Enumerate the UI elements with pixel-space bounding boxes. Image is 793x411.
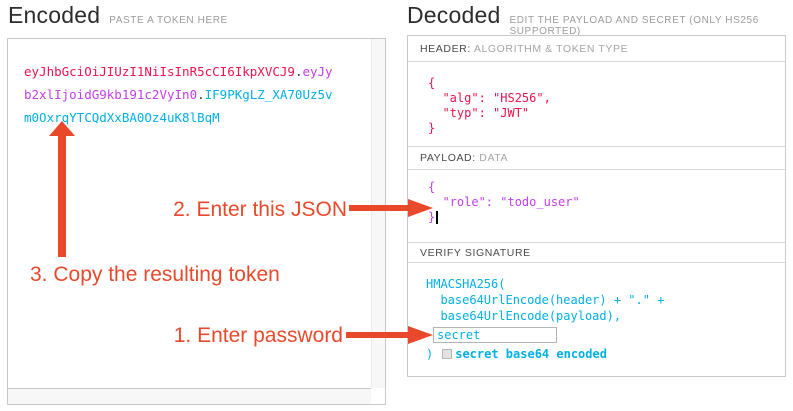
encoded-title: Encoded xyxy=(8,2,101,28)
annotation-step2-text: 2. Enter this JSON xyxy=(173,198,347,221)
token-payload-segment: eyJyb2xlIjoidG9kb191c2VyIn0 xyxy=(24,64,333,102)
header-json-editor[interactable]: { "alg": "HS256", "typ": "JWT" } xyxy=(408,62,785,147)
text-cursor xyxy=(436,211,438,224)
header-json-line: "alg": "HS256", xyxy=(428,91,551,105)
scrollbar-corner xyxy=(371,388,385,404)
decoded-box: HEADER: ALGORITHM & TOKEN TYPE { "alg": … xyxy=(407,35,786,377)
encoded-title-row: Encoded PASTE A TOKEN HERE xyxy=(8,2,228,29)
hmac-code-line: base64UrlEncode(header) + "." + xyxy=(426,293,665,307)
payload-section-label: PAYLOAD: xyxy=(420,152,476,164)
payload-section-sublabel: DATA xyxy=(479,152,509,164)
decoded-title-row: Decoded EDIT THE PAYLOAD AND SECRET (ONL… xyxy=(407,2,793,37)
payload-json-editor[interactable]: { "role": "todo_user" } xyxy=(408,170,785,243)
header-section-label: HEADER: xyxy=(420,43,471,55)
annotation-step2-arrow-head-icon xyxy=(408,199,433,217)
hmac-code-line: HMACSHA256( xyxy=(426,277,506,291)
payload-json-line: "role": "todo_user" xyxy=(428,195,580,209)
decoded-subtitle: EDIT THE PAYLOAD AND SECRET (ONLY HS256 … xyxy=(509,15,759,37)
header-section-bar: HEADER: ALGORITHM & TOKEN TYPE xyxy=(408,36,785,62)
annotation-step1-arrow-head-icon xyxy=(408,326,433,344)
hmac-close-line: ) secret base64 encoded xyxy=(426,346,785,362)
encoded-subtitle: PASTE A TOKEN HERE xyxy=(109,15,228,26)
annotation-step2-arrow-shaft xyxy=(349,205,408,211)
encoded-token-box[interactable]: eyJhbGciOiJIUzI1NiIsInR5cCI6IkpXVCJ9.eyJ… xyxy=(7,38,386,405)
annotation-step1-text: 1. Enter password xyxy=(173,324,343,347)
header-json-line: } xyxy=(428,121,436,135)
annotation-step3-arrow-head-icon xyxy=(49,121,75,136)
header-json-line: { xyxy=(428,76,436,90)
jwt-token-text: eyJhbGciOiJIUzI1NiIsInR5cCI6IkpXVCJ9.eyJ… xyxy=(24,60,335,129)
header-section-sublabel: ALGORITHM & TOKEN TYPE xyxy=(473,43,629,55)
payload-section-bar: PAYLOAD: DATA xyxy=(408,147,785,170)
annotation-step3-text: 3. Copy the resulting token xyxy=(30,263,280,286)
token-dot-2: . xyxy=(197,87,205,102)
horizontal-scrollbar-track[interactable] xyxy=(8,388,371,404)
vertical-scrollbar-track[interactable] xyxy=(371,39,385,388)
token-dot-1: . xyxy=(294,64,303,79)
annotation-step1-arrow-shaft xyxy=(346,332,408,338)
verify-signature-bar: VERIFY SIGNATURE xyxy=(408,243,785,263)
token-header-segment: eyJhbGciOiJIUzI1NiIsInR5cCI6IkpXVCJ9 xyxy=(24,64,295,79)
verify-signature-label: VERIFY SIGNATURE xyxy=(420,247,531,259)
secret-base64-label: secret base64 encoded xyxy=(455,347,607,361)
secret-base64-checkbox[interactable] xyxy=(442,349,453,359)
payload-json-line: { xyxy=(428,180,436,194)
hmac-code-line: base64UrlEncode(payload), xyxy=(426,309,622,323)
signature-editor: HMACSHA256( base64UrlEncode(header) + ".… xyxy=(408,263,785,377)
payload-json-line: } xyxy=(428,210,785,225)
closing-paren: ) xyxy=(426,347,434,361)
decoded-title: Decoded xyxy=(407,2,501,28)
secret-input[interactable] xyxy=(433,327,557,343)
annotation-step3-arrow-shaft xyxy=(58,135,66,257)
header-json-line: "typ": "JWT" xyxy=(428,106,530,120)
